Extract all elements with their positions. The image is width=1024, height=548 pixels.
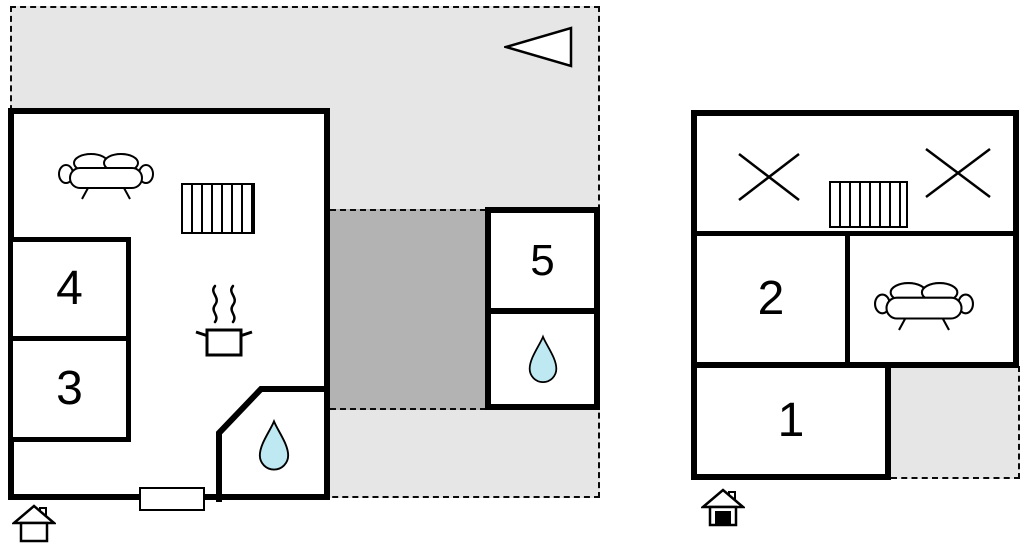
room-3: 3 bbox=[8, 336, 131, 442]
door-opening bbox=[139, 487, 205, 511]
room-4: 4 bbox=[8, 237, 131, 341]
water-drop-icon bbox=[528, 334, 557, 383]
room-5: 5 bbox=[485, 207, 600, 314]
room-2-label: 2 bbox=[757, 272, 785, 325]
room-1-label: 1 bbox=[777, 394, 805, 447]
crossed-area-icon bbox=[925, 148, 991, 198]
room-2: 2 bbox=[697, 236, 845, 362]
radiator-icon bbox=[829, 181, 908, 228]
bathroom-partition-wall bbox=[216, 386, 330, 502]
terrace-area-right bbox=[891, 366, 1020, 479]
interior-wall-horizontal bbox=[695, 231, 1015, 236]
stove-icon bbox=[195, 284, 253, 357]
room-5-label: 5 bbox=[530, 235, 555, 285]
crossed-area-icon bbox=[738, 153, 800, 201]
room-3-label: 3 bbox=[56, 362, 83, 415]
room-1: 1 bbox=[691, 362, 891, 480]
right-outer-room bbox=[691, 110, 1019, 368]
water-drop-icon bbox=[258, 418, 290, 471]
entrance-house-icon bbox=[701, 488, 745, 527]
entrance-house-icon bbox=[12, 504, 56, 543]
sofa-icon bbox=[874, 282, 974, 331]
interior-wall-vertical bbox=[845, 231, 850, 366]
passage-area bbox=[330, 209, 486, 410]
wc-room bbox=[485, 308, 600, 410]
sofa-icon bbox=[58, 153, 154, 200]
radiator-icon bbox=[181, 183, 255, 234]
room-4-label: 4 bbox=[56, 262, 83, 315]
north-arrow-icon bbox=[504, 26, 573, 68]
